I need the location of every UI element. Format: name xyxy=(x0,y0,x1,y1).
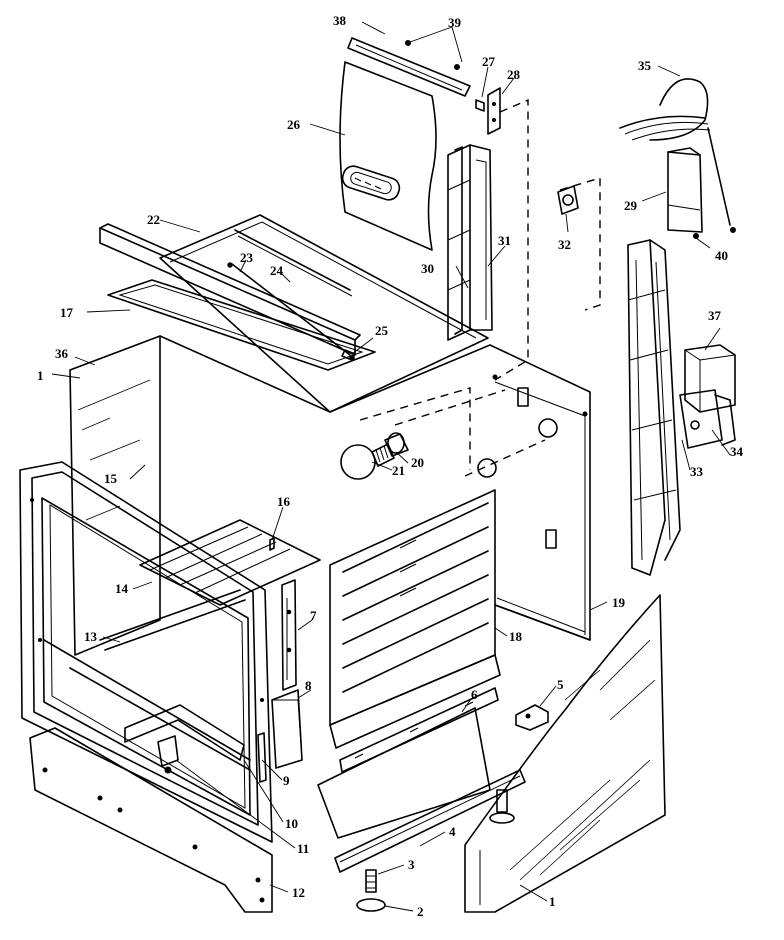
callout-5: 5 xyxy=(557,677,564,692)
part-10-support xyxy=(124,704,245,761)
callout-22: 22 xyxy=(147,212,160,227)
front-frame xyxy=(19,461,273,843)
callout-39: 39 xyxy=(448,15,462,30)
callout-34: 34 xyxy=(730,444,744,459)
part-39-screws xyxy=(405,40,460,70)
oven-cavity-box xyxy=(69,335,591,749)
callout-1-right: 1 xyxy=(549,894,556,909)
callout-21: 21 xyxy=(392,463,405,478)
callout-35: 35 xyxy=(638,58,652,73)
part-13-rack-rail xyxy=(99,589,246,651)
part-29-wire-cover xyxy=(667,147,703,233)
callout-40: 40 xyxy=(715,248,728,263)
part-38-top-strip xyxy=(347,37,471,97)
callout-38: 38 xyxy=(333,13,347,28)
part-20-lamp-socket xyxy=(384,432,409,457)
part-17-top-panel xyxy=(107,279,376,371)
part-9-pin xyxy=(257,732,267,783)
callout-17: 17 xyxy=(60,305,74,320)
callout-27: 27 xyxy=(482,54,496,69)
callout-7: 7 xyxy=(310,608,317,623)
part-4-drawer-rail xyxy=(334,769,526,873)
part-12-kick-plate xyxy=(29,727,273,913)
callout-4: 4 xyxy=(449,824,456,839)
part-11-leg-bracket xyxy=(157,735,179,774)
callout-13: 13 xyxy=(84,629,98,644)
callout-18: 18 xyxy=(509,629,523,644)
part-24-rod xyxy=(231,263,351,356)
callout-labels: 1 1 2 3 4 5 6 7 8 9 10 11 12 13 14 15 16… xyxy=(37,13,744,919)
callout-9: 9 xyxy=(283,773,290,788)
part-19-rear-panel xyxy=(494,597,591,641)
callout-31: 31 xyxy=(498,233,511,248)
callout-28: 28 xyxy=(507,67,521,82)
part-40-screw xyxy=(693,233,699,239)
part-27-clip xyxy=(475,99,485,112)
part-5-clip xyxy=(515,704,549,731)
callout-33: 33 xyxy=(690,464,704,479)
main-top-panel xyxy=(159,214,489,413)
part-6-drawer-panel xyxy=(317,687,499,839)
part-28-bracket xyxy=(487,87,501,135)
callout-10: 10 xyxy=(285,816,298,831)
callout-30: 30 xyxy=(421,261,434,276)
part-21-light-bulb xyxy=(340,443,395,480)
right-side-rail-assembly xyxy=(627,239,681,576)
part-1-right-side-panel xyxy=(464,594,666,913)
callout-26: 26 xyxy=(287,117,301,132)
callout-3: 3 xyxy=(408,857,415,872)
callout-8: 8 xyxy=(305,678,312,693)
part-33-mount-plate xyxy=(679,389,723,449)
callout-29: 29 xyxy=(624,198,638,213)
part-35-wire-harness xyxy=(619,78,736,233)
callout-23: 23 xyxy=(240,250,254,265)
part-37-bracket-box xyxy=(684,344,736,413)
part-2-foot-pad xyxy=(356,898,386,912)
part-14-oven-rack xyxy=(139,519,321,606)
callout-24: 24 xyxy=(270,263,284,278)
callout-25: 25 xyxy=(375,323,389,338)
callout-2: 2 xyxy=(417,904,424,919)
part-25-screw xyxy=(341,349,356,361)
callout-32: 32 xyxy=(558,237,571,252)
part-30-side-rail xyxy=(447,144,471,341)
callout-11: 11 xyxy=(297,841,309,856)
part-32-socket xyxy=(557,185,579,215)
part-7-side-bracket xyxy=(281,579,297,691)
callout-12: 12 xyxy=(292,885,305,900)
callout-20: 20 xyxy=(411,455,424,470)
callout-15: 15 xyxy=(104,471,118,486)
callout-19: 19 xyxy=(612,595,626,610)
callout-16: 16 xyxy=(277,494,291,509)
callout-37: 37 xyxy=(708,308,722,323)
part-3-leveling-leg xyxy=(365,869,377,893)
part-26-rear-cover-panel xyxy=(339,61,437,251)
callout-14: 14 xyxy=(115,581,129,596)
callout-6: 6 xyxy=(471,687,478,702)
part-8-bracket xyxy=(271,689,303,769)
callout-leader-lines xyxy=(51,21,731,912)
callout-36: 36 xyxy=(55,346,69,361)
part-31-side-rail xyxy=(469,144,493,331)
part-34-mount-bracket xyxy=(714,394,736,446)
callout-1-left: 1 xyxy=(37,368,44,383)
